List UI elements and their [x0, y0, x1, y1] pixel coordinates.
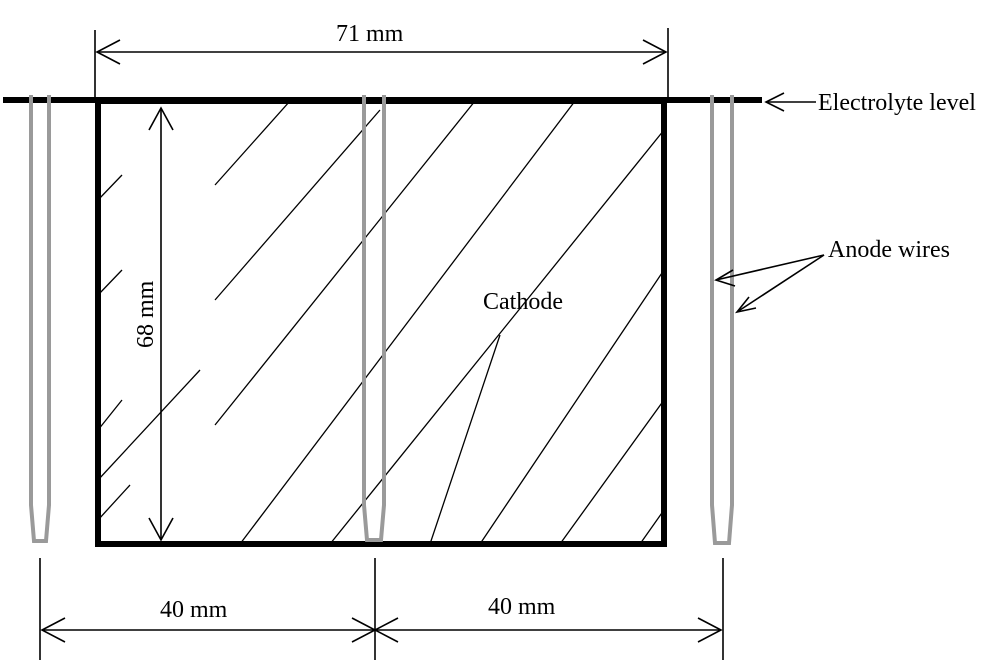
cathode-hatching [98, 101, 664, 544]
anode-wire-left [29, 95, 51, 543]
top-dimension-label: 71 mm [336, 21, 404, 47]
cathode-label: Cathode [483, 289, 563, 315]
anode-wire-middle [362, 95, 386, 542]
left-bottom-dimension-label: 40 mm [160, 597, 228, 623]
bottom-dimensions [39, 558, 724, 660]
height-dimension-label: 68 mm [133, 280, 159, 348]
cathode-plate [95, 98, 667, 547]
right-bottom-dimension-label: 40 mm [488, 594, 556, 620]
height-dimension [148, 106, 174, 542]
anode-wire-right [710, 95, 734, 545]
top-dimension [94, 28, 669, 97]
anode-wires-arrows [714, 254, 825, 314]
anode-wires-label: Anode wires [828, 237, 950, 263]
electrolyte-level-arrow [764, 92, 816, 112]
electrolyte-level-label: Electrolyte level [818, 90, 976, 116]
